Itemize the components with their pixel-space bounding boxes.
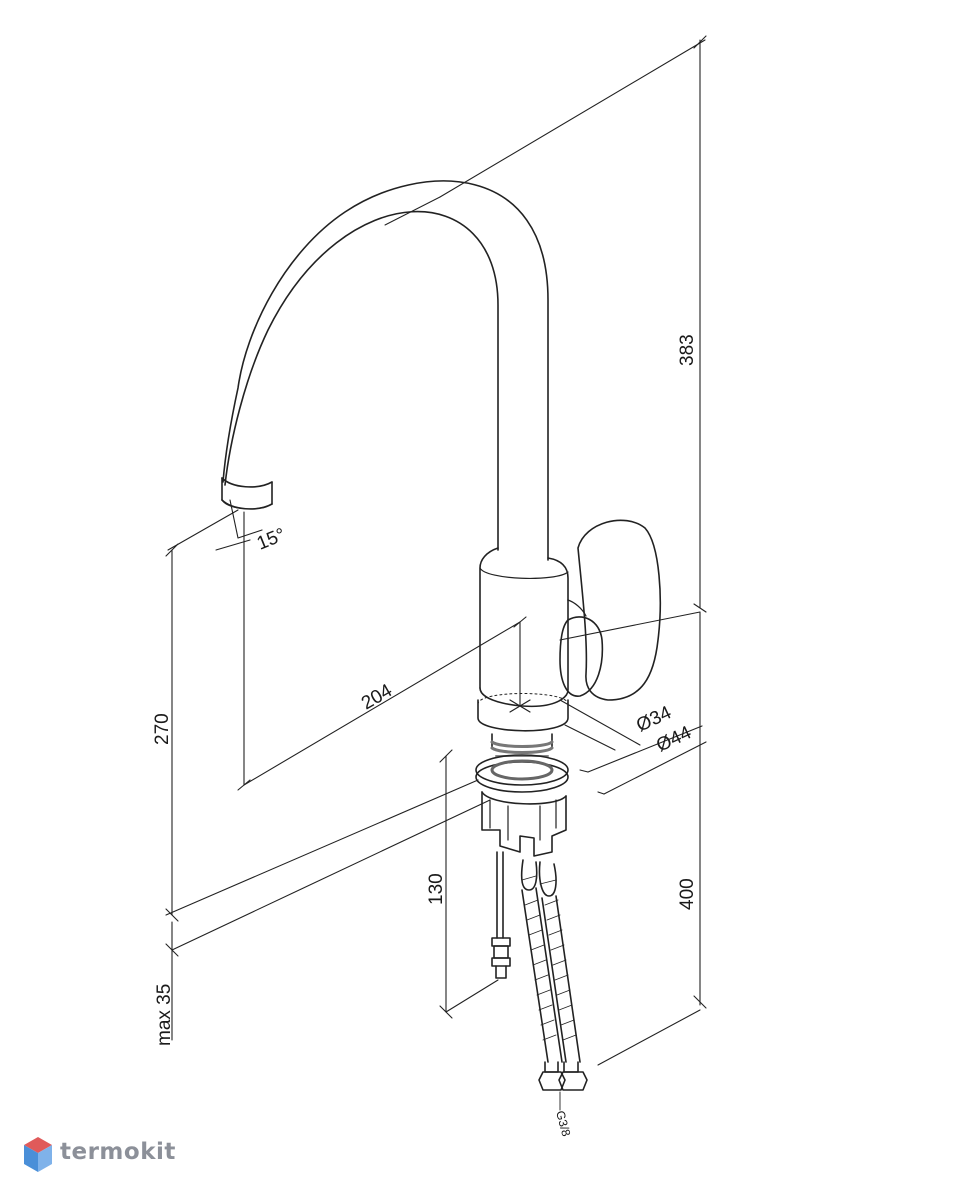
dim-rod-length: 130 — [426, 873, 447, 905]
dim-spout-height: 270 — [152, 713, 173, 745]
lever-handle — [559, 519, 662, 701]
spout — [221, 180, 549, 561]
base-flange — [475, 693, 569, 793]
watermark-brand: termokit — [60, 1139, 176, 1165]
dim-total-height: 383 — [677, 334, 698, 366]
center-mark — [509, 699, 531, 713]
dim-hose-length: 400 — [677, 878, 698, 910]
flex-hoses — [520, 859, 581, 1063]
dim-spout-reach: 204 — [358, 680, 396, 714]
dimension-lines — [165, 35, 707, 1111]
termokit-logo-icon — [24, 1137, 52, 1172]
threaded-rod — [491, 851, 511, 979]
dim-hose-thread: G3/8 — [553, 1109, 573, 1138]
dim-max-thickness: max 35 — [154, 984, 175, 1046]
faucet-body — [479, 547, 569, 708]
dim-spout-angle: 15° — [254, 524, 289, 554]
fixing-nut — [481, 791, 567, 857]
hose-nuts — [538, 1061, 588, 1091]
